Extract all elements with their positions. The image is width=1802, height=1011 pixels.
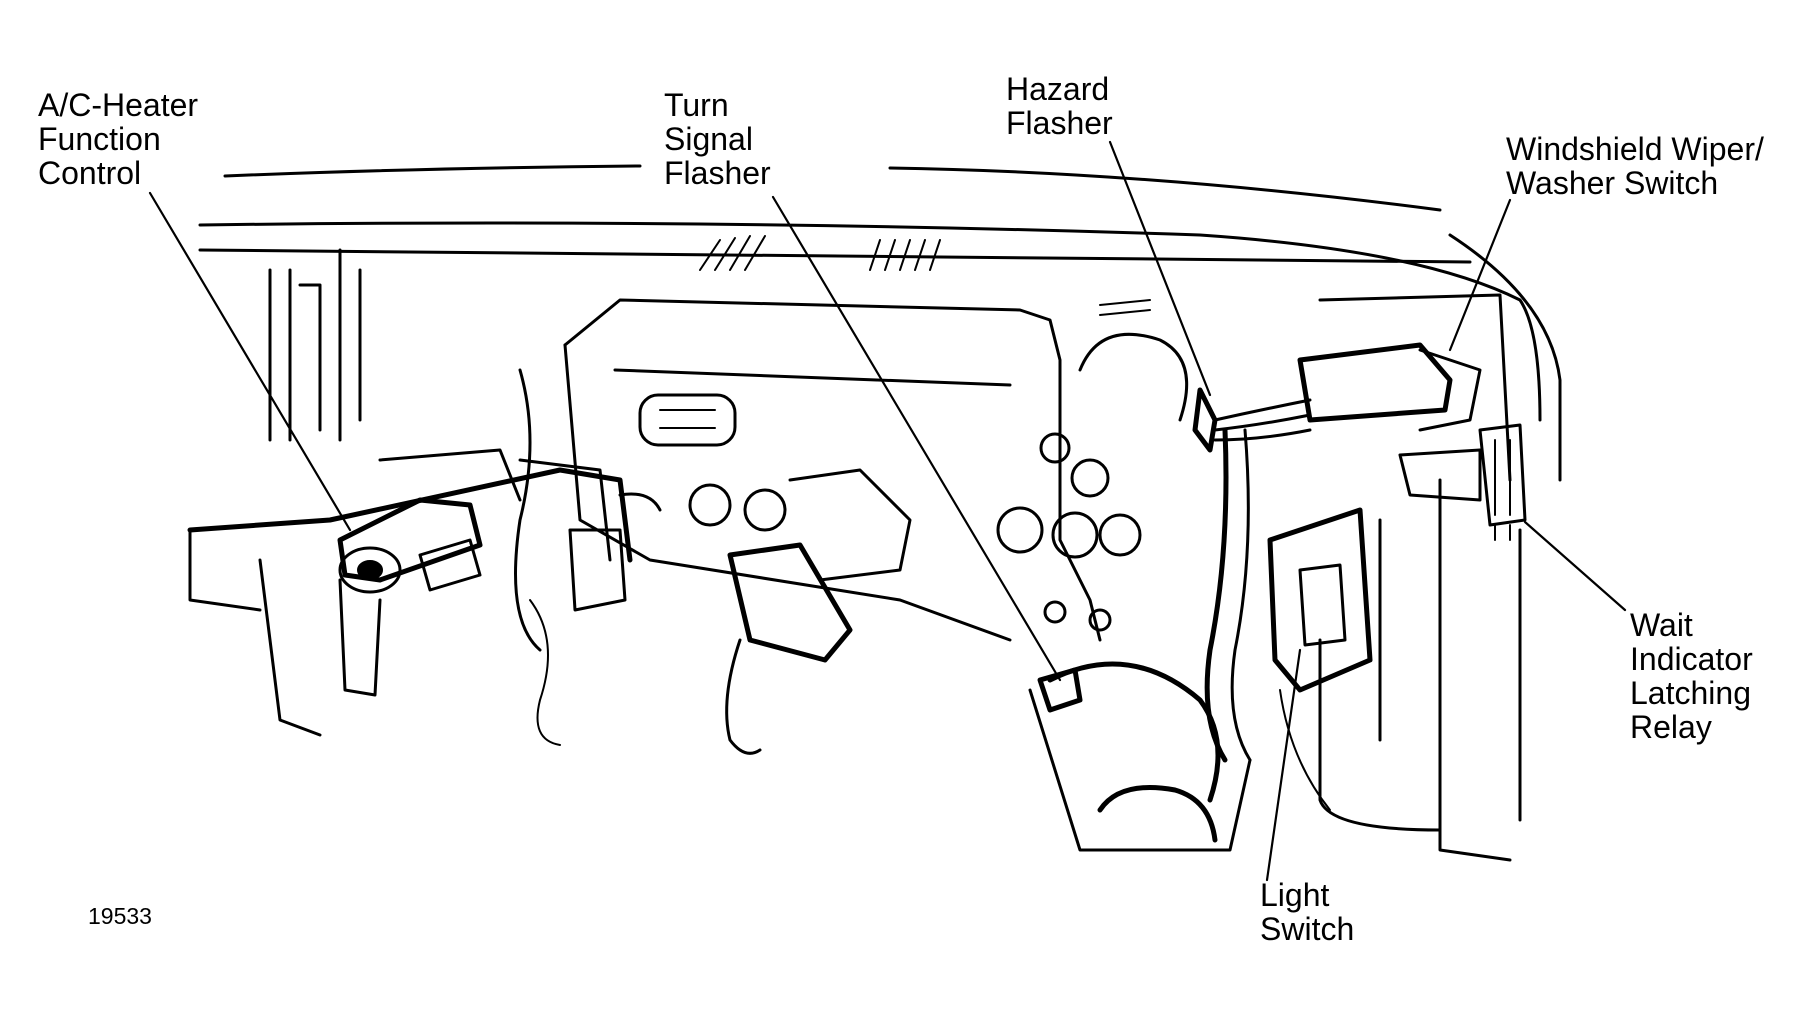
figure-number: 19533 bbox=[88, 903, 152, 929]
leader-wiper bbox=[1448, 198, 1512, 352]
light-switch-label: Light Switch bbox=[1260, 877, 1355, 947]
leader-ac-heater bbox=[148, 191, 352, 532]
dash-top-outline bbox=[198, 164, 1562, 482]
leader-turn-signal bbox=[771, 195, 1062, 682]
leader-wait-relay bbox=[1523, 520, 1627, 612]
ac-heater-control-assembly bbox=[187, 368, 633, 746]
light-switch-assembly bbox=[1267, 507, 1382, 811]
hazard-flasher-label: Hazard Flasher bbox=[1006, 71, 1113, 141]
wiper-switch-label: Windshield Wiper/ Washer Switch bbox=[1506, 131, 1764, 201]
wait-relay-label: Wait Indicator Latching Relay bbox=[1630, 607, 1753, 745]
leader-light-switch bbox=[1265, 648, 1302, 882]
steering-column bbox=[1028, 661, 1252, 852]
leader-hazard bbox=[1108, 140, 1212, 397]
wiper-switch-assembly bbox=[1297, 293, 1512, 502]
turn-signal-label: Turn Signal Flasher bbox=[664, 87, 771, 191]
left-frame bbox=[268, 248, 362, 442]
instrument-cluster-housing bbox=[563, 235, 1151, 642]
center-connectors bbox=[618, 468, 912, 755]
ac-heater-label: A/C-Heater Function Control bbox=[38, 87, 199, 191]
lower-panel-edges bbox=[1318, 478, 1522, 862]
wait-relay-body bbox=[1478, 423, 1527, 541]
